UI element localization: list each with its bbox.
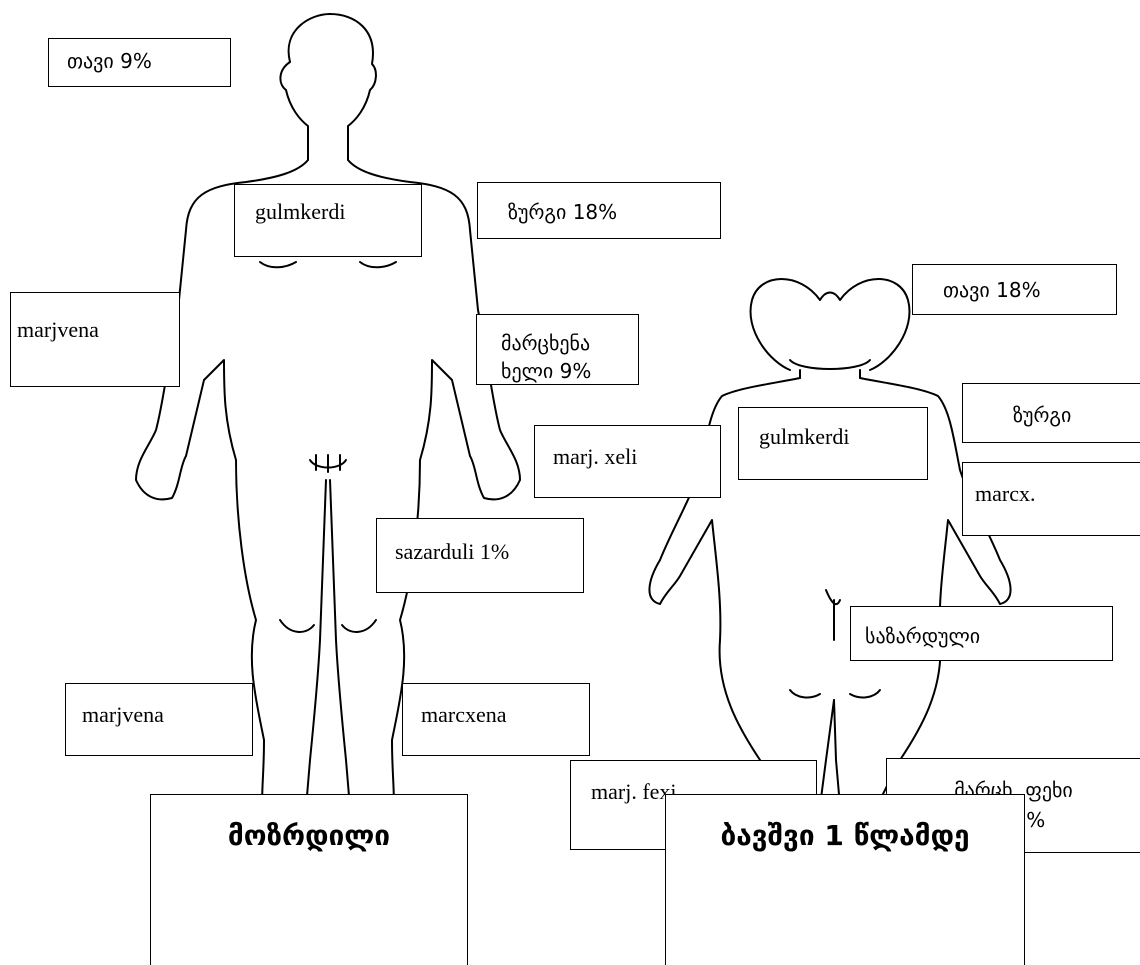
child-chest-text: gulmkerdi [759,424,927,450]
child-left-arm-text: marcx. [975,481,1140,507]
adult-genitals-text: sazarduli 1% [395,539,583,565]
adult-knees [280,620,376,632]
adult-left-arm-text-2: ხელი 9% [501,357,638,385]
adult-chest [260,262,396,267]
adult-crotch [310,455,346,472]
adult-head-label: თავი 9% [48,38,231,87]
adult-chest-text: gulmkerdi [255,199,421,225]
adult-left-leg-label: marcxena [402,683,590,756]
adult-right-arm-text: marjvena [17,317,179,343]
child-crotch [826,590,840,640]
child-chest-label: gulmkerdi [738,407,928,480]
adult-caption-text: მოზრდილი [151,823,467,849]
child-left-arm-label: marcx. [962,462,1140,536]
child-head-text: თავი 18% [943,277,1116,303]
child-right-arm-text: marj. xeli [553,444,720,470]
adult-head-text: თავი 9% [67,48,230,74]
child-figure [649,279,1010,810]
adult-right-leg-text: marjvena [82,702,252,728]
child-knees [790,690,880,697]
adult-left-arm-label: მარცხენა ხელი 9% [476,314,639,385]
child-back-label: ზურგი [962,383,1140,443]
adult-left-arm-text-1: მარცხენა [501,329,638,357]
adult-right-leg-label: marjvena [65,683,253,756]
adult-right-arm-label: marjvena [10,292,180,387]
child-head-label: თავი 18% [912,264,1117,315]
child-right-arm-label: marj. xeli [534,425,721,498]
child-genitals-label: საზარდული [850,606,1113,661]
adult-back-label: ზურგი 18% [477,182,721,239]
child-hair [751,279,910,370]
child-caption-text: ბავშვი 1 წლამდე [666,823,1024,849]
child-caption: ბავშვი 1 წლამდე [665,794,1025,965]
adult-genitals-label: sazarduli 1% [376,518,584,593]
child-back-text: ზურგი [1013,402,1140,428]
adult-chest-label: gulmkerdi [234,184,422,257]
adult-caption: მოზრდილი [150,794,468,965]
child-genitals-text: საზარდული [865,623,1112,649]
adult-back-text: ზურგი 18% [508,199,720,225]
child-face [790,360,870,378]
adult-left-leg-text: marcxena [421,702,589,728]
